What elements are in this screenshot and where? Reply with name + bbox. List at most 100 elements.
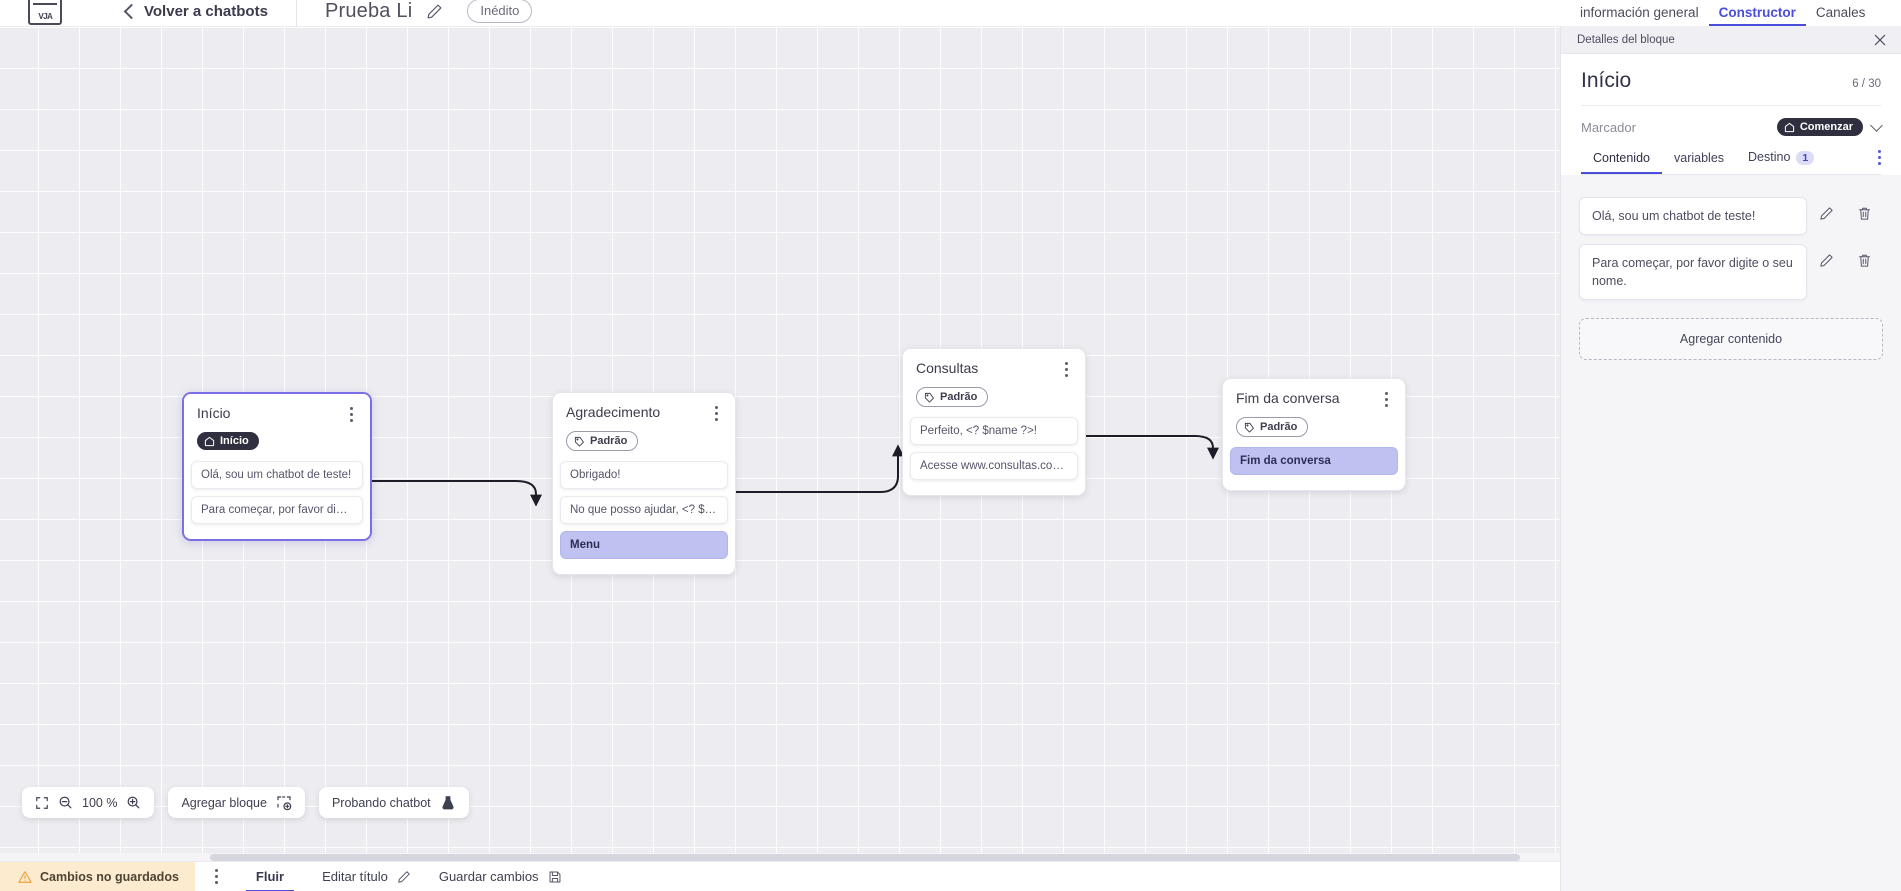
zoom-level: 100 % [82,795,118,810]
pencil-icon[interactable] [1807,244,1845,268]
content-item: Para começar, por favor digite o seu nom… [1579,244,1883,300]
tab-constructor[interactable]: Constructor [1709,0,1806,26]
chevron-down-icon[interactable] [1870,118,1883,132]
node-message[interactable]: Para começar, por favor digite o ... [191,495,363,524]
flow-node-consultas[interactable]: Consultas Padrão Perfeito, <? $name ?>! … [902,348,1086,496]
panel-tab-destino[interactable]: Destino 1 [1736,150,1826,174]
edit-title-label: Editar título [322,869,388,884]
save-changes-label: Guardar cambios [438,869,539,884]
node-header: Início Início [184,394,370,461]
node-body: Perfeito, <? $name ?>! Acesse www.consul… [903,416,1085,495]
node-menu-button[interactable] [344,405,358,422]
marker-label: Marcador [1581,119,1636,135]
content-item-text[interactable]: Para começar, por favor digite o seu nom… [1579,244,1807,300]
node-title: Consultas [916,360,979,376]
pencil-icon [397,870,411,884]
app-header: VJA Volver a chatbots Prueba Li Inédito [0,0,1561,26]
tab-informacion-general[interactable]: información general [1580,5,1699,20]
tag-icon [1244,422,1255,433]
flow-node-agradecimento[interactable]: Agradecimento Padrão Obrigado! No que po… [552,392,736,575]
node-message[interactable]: Obrigado! [560,460,728,489]
trash-icon[interactable] [1845,197,1883,221]
panel-tab-contenido-label: Contenido [1593,150,1650,165]
back-chevron-icon[interactable] [122,5,136,19]
tag-icon [924,392,935,403]
panel-divider [1581,105,1881,106]
panel-tab-contenido[interactable]: Contenido [1581,151,1662,174]
back-to-chatbots-link[interactable]: Volver a chatbots [144,3,268,20]
tag-icon [574,436,585,447]
edge-consultas-fim [1086,435,1219,460]
flow-node-inicio[interactable]: Início Início Olá, sou um chatbot de tes… [182,392,372,541]
panel-more-menu-button[interactable] [1878,150,1881,174]
marker-row: Marcador Comenzar [1581,106,1883,150]
node-message-menu[interactable]: Fim da conversa [1230,446,1398,475]
edit-title-pencil-icon[interactable] [426,3,443,20]
canvas-horizontal-scrollbar[interactable] [0,853,1561,862]
trash-icon[interactable] [1845,244,1883,268]
node-message[interactable]: Acesse www.consultas.com par... [910,451,1078,480]
footer-tab-fluir[interactable]: Fluir [246,862,294,891]
save-disk-icon [548,870,562,884]
node-chip-padrao: Padrão [566,431,639,451]
panel-header: Detalles del bloque [1561,26,1901,54]
add-content-button[interactable]: Agregar contenido [1579,318,1883,360]
header-divider [295,0,297,26]
save-changes-button[interactable]: Guardar cambios [439,862,562,891]
node-chip-label: Padrão [590,435,628,447]
content-item: Olá, sou um chatbot de teste! [1579,197,1883,235]
marker-value-chip[interactable]: Comenzar [1776,118,1863,136]
tab-canales[interactable]: Canales [1815,5,1866,20]
panel-tab-destino-label: Destino [1748,150,1791,164]
node-chip-padrao: Padrão [1236,417,1309,437]
app-footer: Cambios no guardados Fluir Editar título… [0,861,1561,891]
logo-text: VJA [38,12,52,22]
header-tab-group: información general Constructor Canales [1560,0,1901,26]
unsaved-changes-label: Cambios no guardados [40,869,179,884]
block-details-panel: Detalles del bloque Início 6 / 30 Marcad… [1560,26,1901,891]
app-logo[interactable]: VJA [28,0,62,25]
node-chip-inicio: Início [197,432,259,450]
node-title: Agradecimento [566,404,661,420]
pencil-icon[interactable] [1807,197,1845,221]
zoom-in-icon[interactable] [126,795,141,810]
panel-tab-variables-label: variables [1674,150,1725,165]
add-block-button[interactable]: Agregar bloque [168,787,305,818]
flow-canvas[interactable]: Início Início Olá, sou um chatbot de tes… [0,26,1561,862]
node-body: Obrigado! No que posso ajudar, <? $name … [553,460,735,574]
panel-header-title: Detalles del bloque [1577,33,1675,46]
panel-top-section: Início 6 / 30 Marcador Comenzar [1561,54,1901,175]
flow-node-fim-da-conversa[interactable]: Fim da conversa Padrão Fim da conversa [1222,378,1406,491]
edit-title-button[interactable]: Editar título [322,862,411,891]
test-chatbot-label: Probando chatbot [331,795,431,810]
document-title: Prueba Li [324,0,413,22]
node-message[interactable]: Perfeito, <? $name ?>! [910,416,1078,445]
node-header: Fim da conversa Padrão [1223,379,1405,447]
node-message[interactable]: No que posso ajudar, <? $name ... [560,495,728,524]
node-message-menu[interactable]: Menu [560,530,728,559]
node-header: Consultas Padrão [903,349,1085,417]
close-icon[interactable] [1873,33,1887,47]
flask-icon [440,795,456,811]
node-title: Fim da conversa [1236,390,1340,406]
node-menu-button[interactable] [1059,360,1073,377]
status-badge: Inédito [467,0,533,23]
zoom-out-icon[interactable] [58,795,73,810]
test-chatbot-button[interactable]: Probando chatbot [318,787,469,818]
scrollbar-thumb[interactable] [210,854,1520,861]
fit-screen-icon[interactable] [35,796,49,810]
node-menu-button[interactable] [709,404,723,421]
panel-tab-variables[interactable]: variables [1662,151,1736,174]
node-message[interactable]: Olá, sou um chatbot de teste! [191,460,363,489]
content-item-text[interactable]: Olá, sou um chatbot de teste! [1579,197,1807,235]
zoom-controls: 100 % [22,787,155,818]
unsaved-changes-banner: Cambios no guardados [0,861,195,891]
panel-tab-destino-count: 1 [1796,151,1815,165]
node-menu-button[interactable] [1379,390,1393,407]
home-icon [1784,122,1795,133]
add-content-label: Agregar contenido [1679,332,1783,346]
node-header: Agradecimento Padrão [553,393,735,461]
node-chip-label: Padrão [940,391,978,403]
footer-menu-button[interactable] [214,869,218,884]
marker-value-label: Comenzar [1799,121,1853,133]
